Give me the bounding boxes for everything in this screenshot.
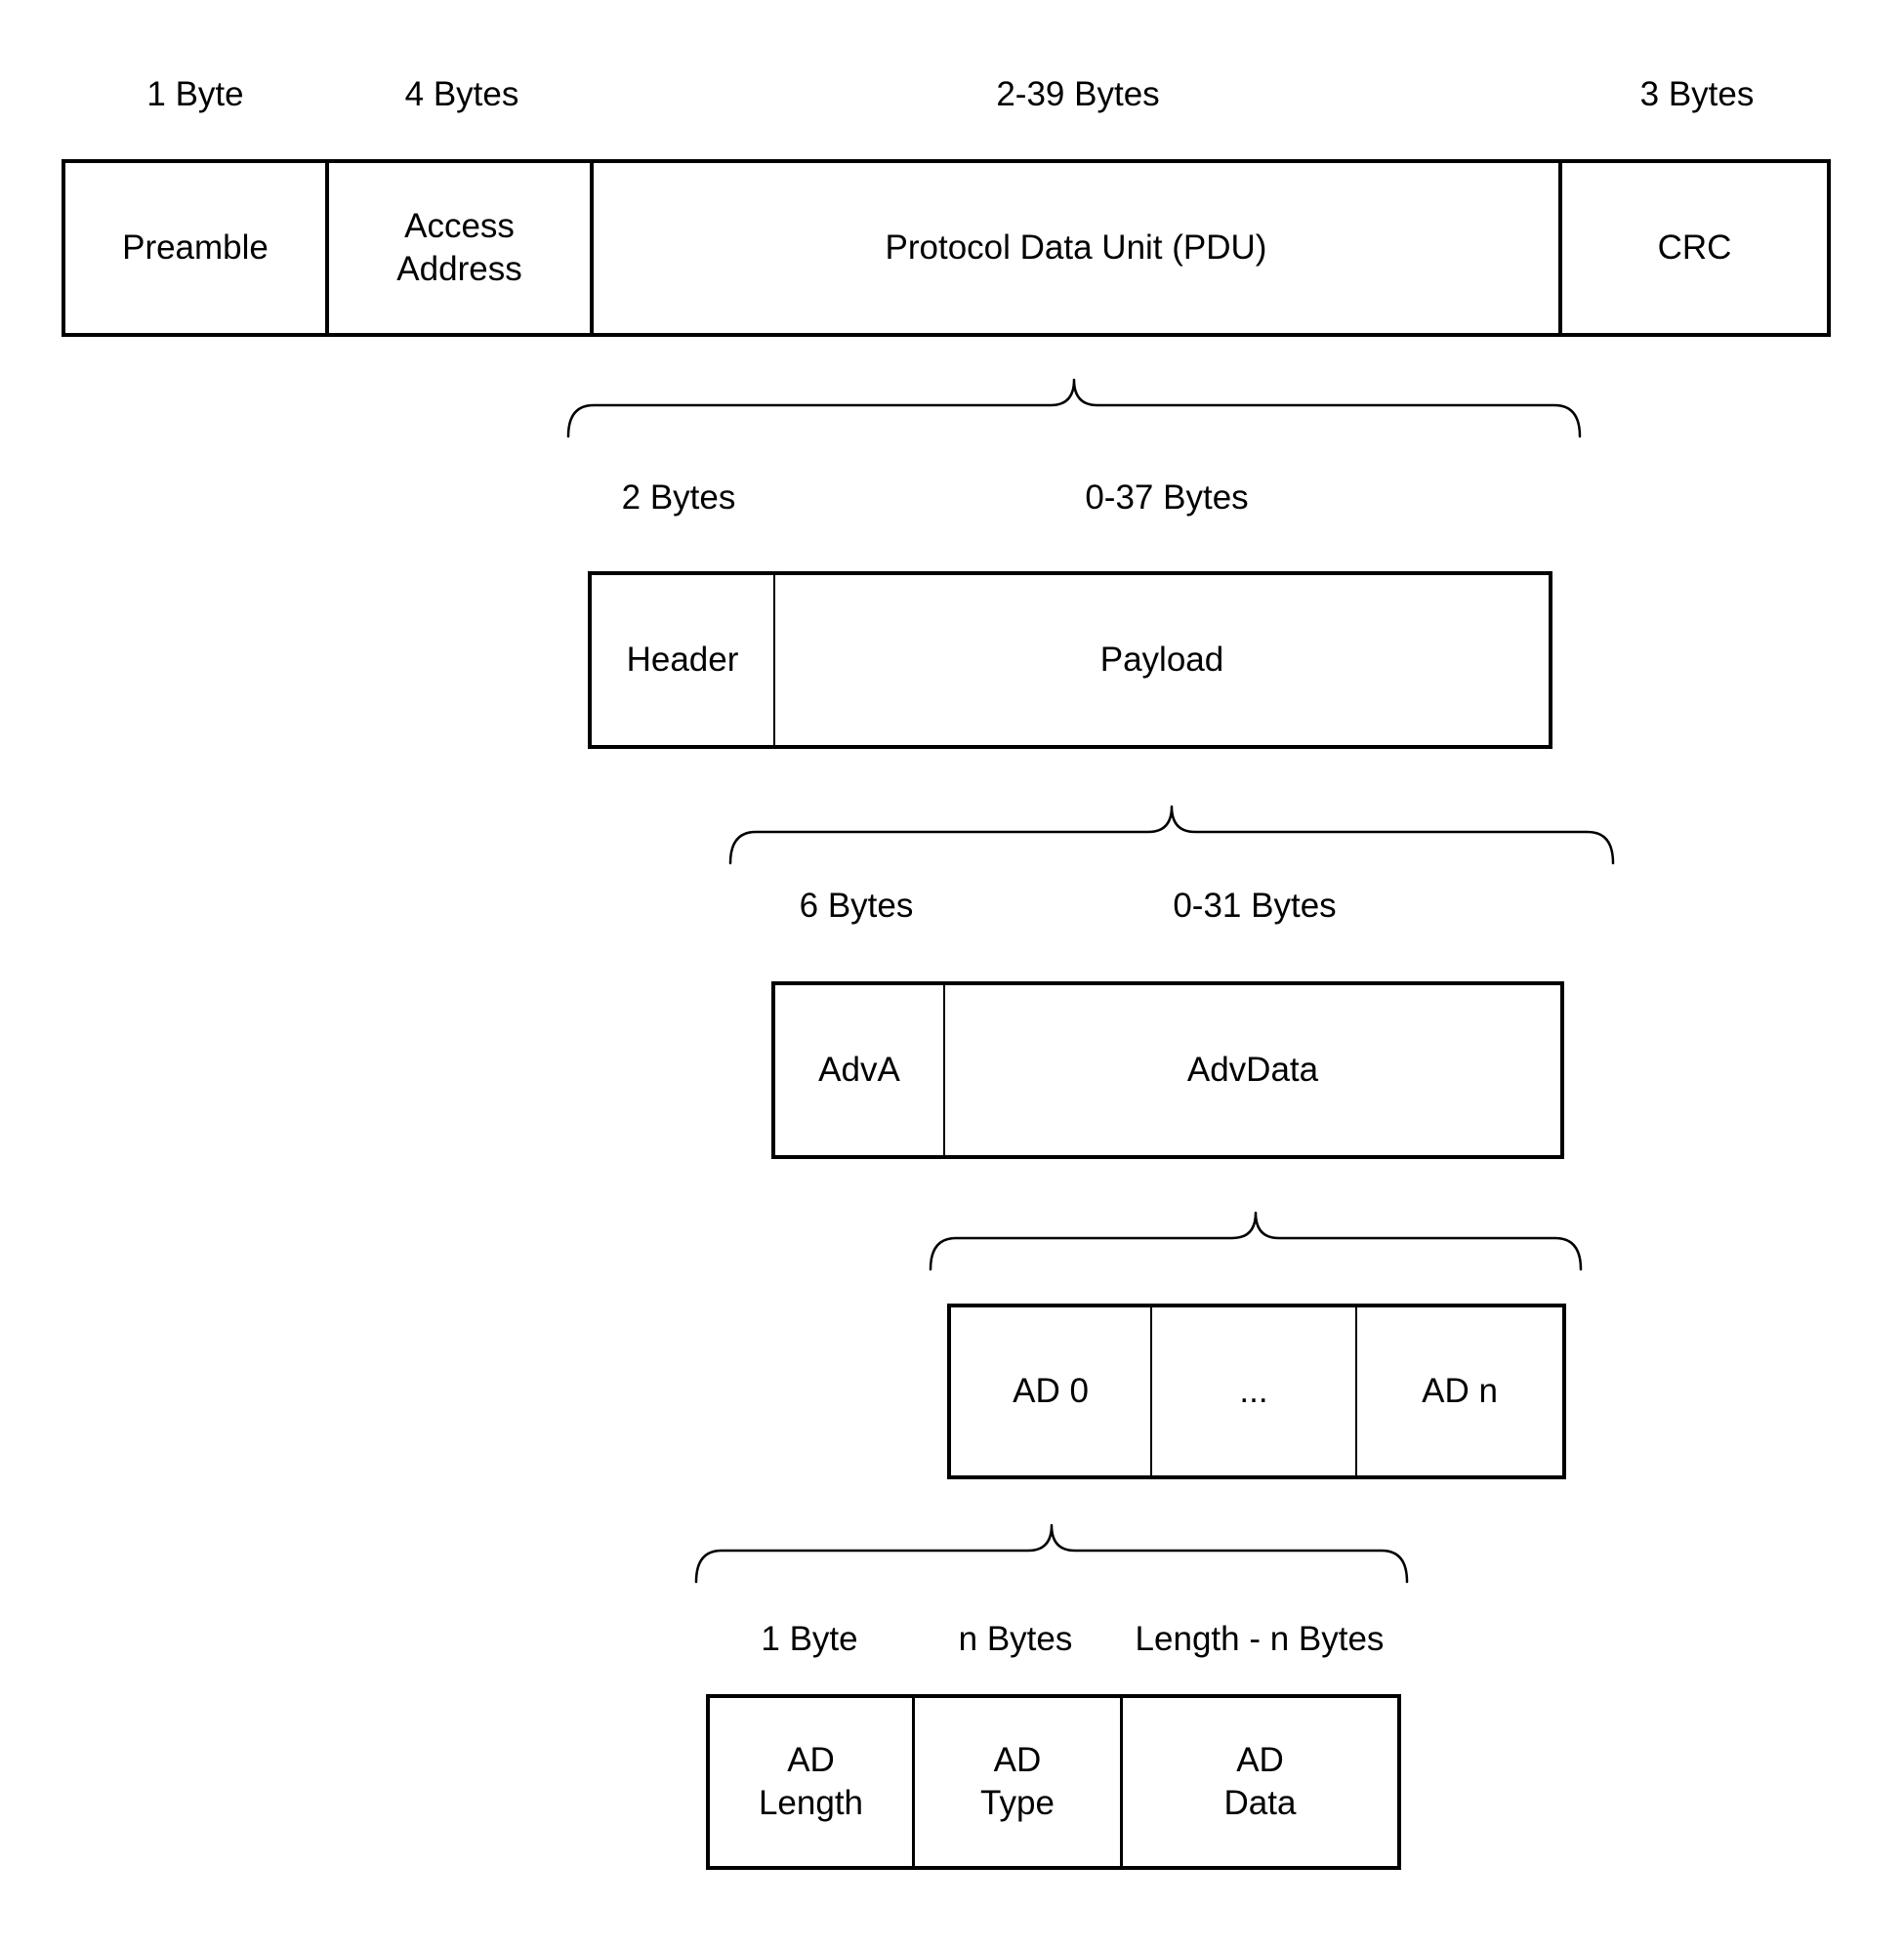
cell-header: Header — [592, 575, 775, 745]
size-label-ad-length: 1 Byte — [761, 1620, 858, 1658]
cell-adn: AD n — [1422, 1371, 1498, 1410]
brace-payload-expansion — [728, 805, 1615, 865]
size-label-advdata: 0-31 Bytes — [1173, 887, 1337, 925]
cell-ad-data: AD Data — [1223, 1740, 1297, 1822]
size-label-ad-data: Length - n Bytes — [1135, 1620, 1385, 1658]
ad-structure-row: AD Length AD Type AD Data — [706, 1694, 1401, 1870]
brace-advdata-expansion — [929, 1211, 1583, 1271]
size-label-header: 2 Bytes — [621, 478, 736, 517]
cell-pdu: Protocol Data Unit (PDU) — [594, 163, 1562, 333]
cell-crc: CRC — [1657, 228, 1732, 267]
size-label-preamble: 1 Byte — [146, 75, 244, 113]
cell-advdata: AdvData — [1186, 1050, 1319, 1089]
size-label-payload: 0-37 Bytes — [1085, 478, 1249, 517]
size-label-ad-type: n Bytes — [958, 1620, 1073, 1658]
size-label-pdu: 2-39 Bytes — [996, 75, 1160, 113]
payload-row: AdvA AdvData — [771, 981, 1564, 1159]
cell-preamble: Preamble — [65, 163, 329, 333]
cell-adva: AdvA — [775, 985, 945, 1155]
cell-access-address: Access Address — [329, 163, 594, 333]
advdata-row: AD 0 ... AD n — [947, 1304, 1566, 1479]
cell-ad-length: AD Length — [710, 1698, 915, 1866]
brace-pdu-expansion — [566, 378, 1582, 438]
packet-row: Preamble Access Address Protocol Data Un… — [62, 159, 1831, 337]
pdu-row: Header Payload — [588, 571, 1552, 749]
cell-ellipsis: ... — [1152, 1307, 1357, 1475]
size-label-access-address: 4 Bytes — [404, 75, 519, 113]
size-label-crc: 3 Bytes — [1639, 75, 1755, 113]
size-label-adva: 6 Bytes — [799, 887, 914, 925]
cell-ad-type: AD Type — [915, 1698, 1123, 1866]
cell-ad0: AD 0 — [951, 1307, 1152, 1475]
cell-payload: Payload — [1099, 640, 1224, 679]
brace-ad0-expansion — [694, 1523, 1409, 1584]
